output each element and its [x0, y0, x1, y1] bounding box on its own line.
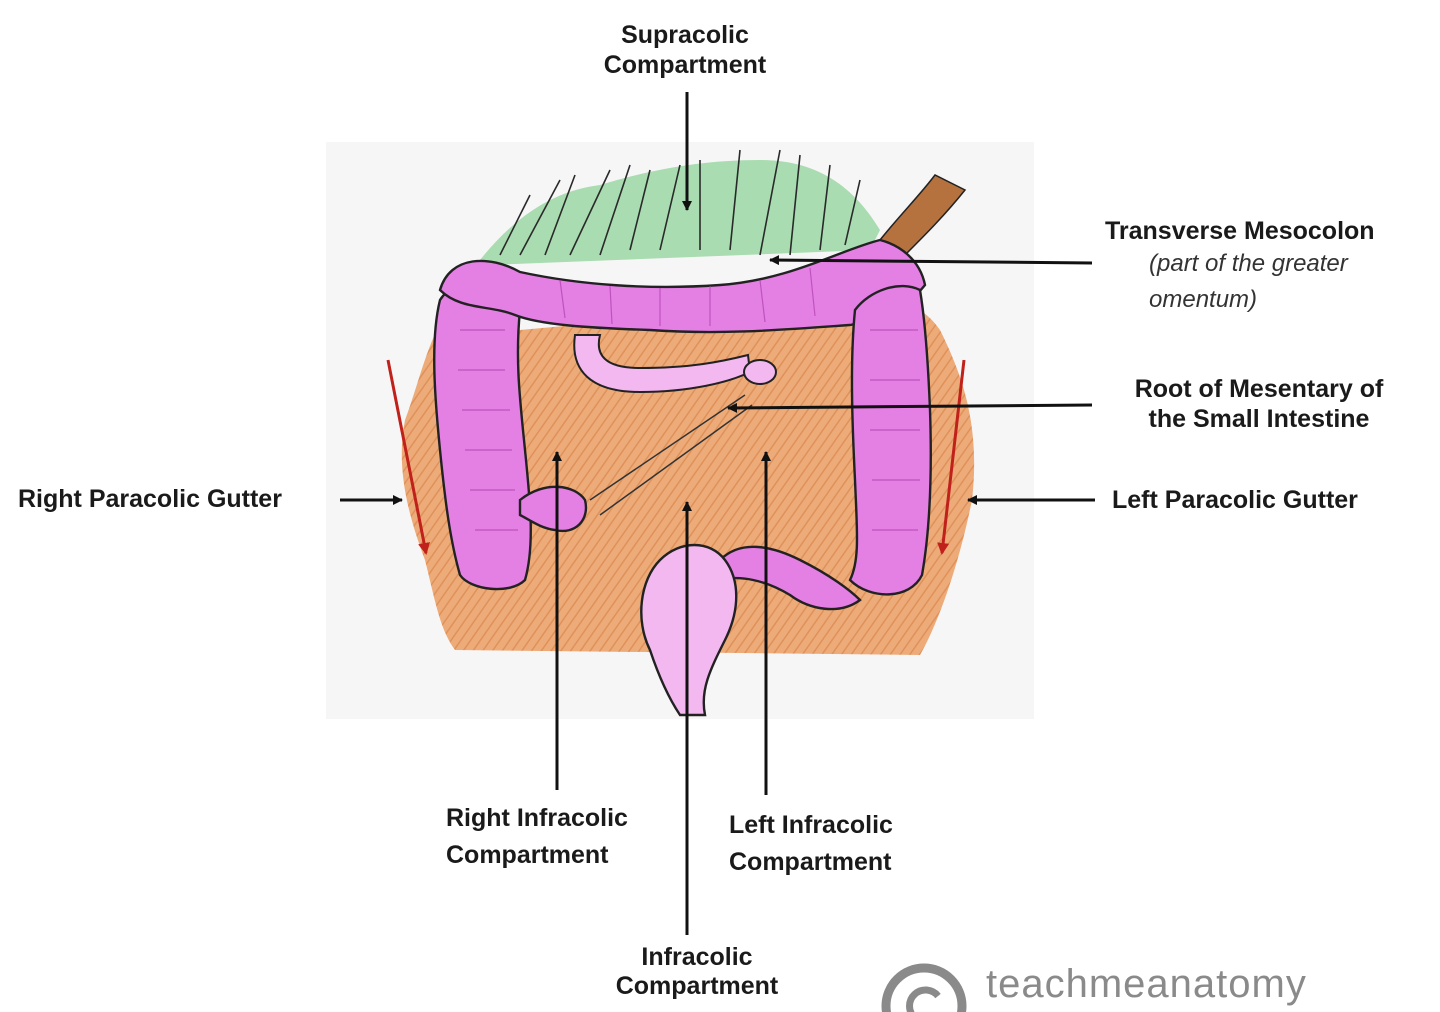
infracolic-line-2: Compartment: [570, 972, 824, 1001]
transverse-mesocolon-note-1: (part of the greater: [1149, 246, 1375, 282]
right-infracolic-label: Right Infracolic Compartment: [446, 800, 628, 874]
supracolic-line-1: Supracolic: [560, 20, 810, 50]
infracolic-label: Infracolic Compartment: [570, 943, 824, 1001]
infracolic-line-1: Infracolic: [570, 943, 824, 972]
left-infracolic-line-1: Left Infracolic: [729, 807, 893, 844]
supracolic-line-2: Compartment: [560, 50, 810, 80]
transverse-mesocolon-label: Transverse Mesocolon (part of the greate…: [1105, 216, 1375, 318]
left-infracolic-label: Left Infracolic Compartment: [729, 807, 893, 881]
transverse-mesocolon-title: Transverse Mesocolon: [1105, 216, 1375, 246]
small-intestine-cut-end: [744, 360, 776, 384]
right-infracolic-line-2: Compartment: [446, 837, 628, 874]
transverse-mesocolon-note-2: omentum): [1149, 282, 1375, 318]
supracolic-label: Supracolic Compartment: [560, 20, 810, 80]
left-paracolic-label: Left Paracolic Gutter: [1112, 485, 1358, 515]
root-mesentery-line-2: the Small Intestine: [1100, 404, 1418, 434]
watermark-text: teachmeanatomy: [986, 962, 1307, 1006]
right-infracolic-line-1: Right Infracolic: [446, 800, 628, 837]
root-mesentery-line-1: Root of Mesentary of: [1100, 374, 1418, 404]
right-paracolic-label: Right Paracolic Gutter: [18, 484, 282, 514]
left-infracolic-line-2: Compartment: [729, 844, 893, 881]
root-mesentery-label: Root of Mesentary of the Small Intestine: [1100, 374, 1418, 434]
